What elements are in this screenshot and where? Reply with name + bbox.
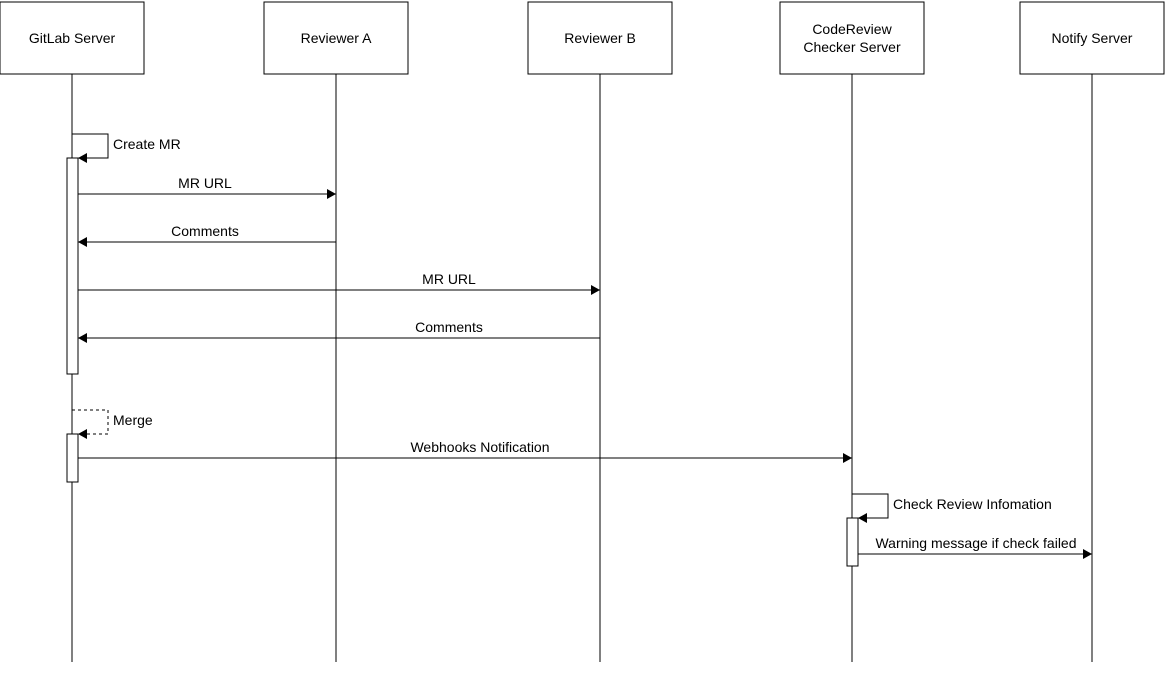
activation-bar-gitlab-review [66, 157, 79, 375]
participant-box [1019, 1, 1165, 75]
message-label: Comments [415, 319, 483, 335]
message-label: Webhooks Notification [410, 439, 549, 455]
participant-label: Notify Server [1052, 30, 1133, 46]
participant-label: CodeReview [812, 21, 892, 37]
message-check-review: Check Review Infomation [852, 493, 1052, 523]
message-arrow [72, 409, 109, 439]
participant-label: Reviewer A [301, 30, 372, 46]
message-create-mr: Create MR [72, 133, 181, 163]
message-webhooks: Webhooks Notification [78, 439, 852, 463]
message-comments-a: Comments [78, 223, 336, 247]
message-warning: Warning message if check failed [858, 535, 1092, 559]
participant-reviewer-a: Reviewer A [263, 1, 409, 75]
message-label: Merge [113, 412, 153, 428]
participant-label: Checker Server [803, 39, 901, 55]
participant-box [779, 1, 925, 75]
message-label: Warning message if check failed [875, 535, 1076, 551]
message-comments-b: Comments [78, 319, 600, 343]
participant-gitlab: GitLab Server [0, 1, 145, 75]
message-label: Check Review Infomation [893, 496, 1052, 512]
message-merge: Merge [72, 409, 153, 439]
message-label: Create MR [113, 136, 181, 152]
message-arrow [852, 493, 889, 523]
message-label: MR URL [422, 271, 476, 287]
message-label: MR URL [178, 175, 232, 191]
participant-notify: Notify Server [1019, 1, 1165, 75]
participant-box [263, 1, 409, 75]
message-label: Comments [171, 223, 239, 239]
participant-label: Reviewer B [564, 30, 636, 46]
activation-bar-gitlab-merge [66, 433, 79, 483]
message-arrow [72, 133, 109, 163]
participant-box [0, 1, 145, 75]
activation-bar-checker-check [846, 517, 859, 567]
participant-box [527, 1, 673, 75]
participant-label: GitLab Server [29, 30, 116, 46]
message-mr-url-a: MR URL [78, 175, 336, 199]
message-mr-url-b: MR URL [78, 271, 600, 295]
participant-reviewer-b: Reviewer B [527, 1, 673, 75]
